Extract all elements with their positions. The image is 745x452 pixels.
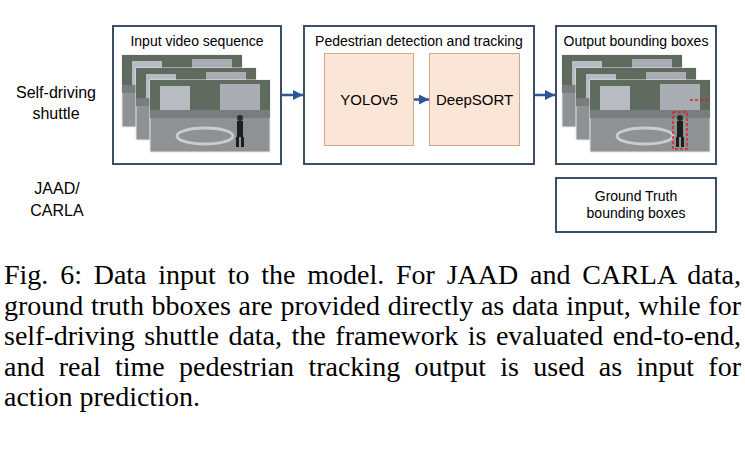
box-label: YOLOv5: [340, 91, 398, 109]
container-box: Pedestrian detection and trackingYOLOv5 D…: [303, 25, 535, 165]
source-label: Self-driving shuttle: [0, 82, 112, 124]
label-holder: JAAD/ CARLA: [22, 178, 92, 222]
box-label: Ground Truth bounding boxes: [581, 188, 691, 222]
box-heading: Input video sequence: [130, 33, 263, 50]
flow-arrow: [414, 98, 429, 101]
process-box: YOLOv5: [324, 53, 414, 146]
video-frame: [150, 80, 270, 152]
flow-arrow: [535, 94, 555, 97]
box-label: DeepSORT: [436, 91, 513, 109]
source-label: JAAD/ CARLA: [22, 178, 92, 222]
box-heading: Pedestrian detection and tracking: [315, 33, 523, 50]
container-box: Output bounding boxes: [555, 25, 717, 165]
flow-arrow: [282, 94, 303, 97]
process-box: DeepSORT: [429, 53, 520, 146]
figure-caption: Fig. 6: Data input to the model. For JAA…: [4, 260, 741, 413]
caption-holder: Fig. 6: Data input to the model. For JAA…: [4, 260, 741, 413]
container-box: Input video sequence: [112, 25, 282, 165]
output-box: Ground Truth bounding boxes: [555, 177, 717, 233]
label-holder: Self-driving shuttle: [0, 82, 112, 124]
box-heading: Output bounding boxes: [564, 33, 709, 50]
output-frame: [590, 80, 710, 152]
